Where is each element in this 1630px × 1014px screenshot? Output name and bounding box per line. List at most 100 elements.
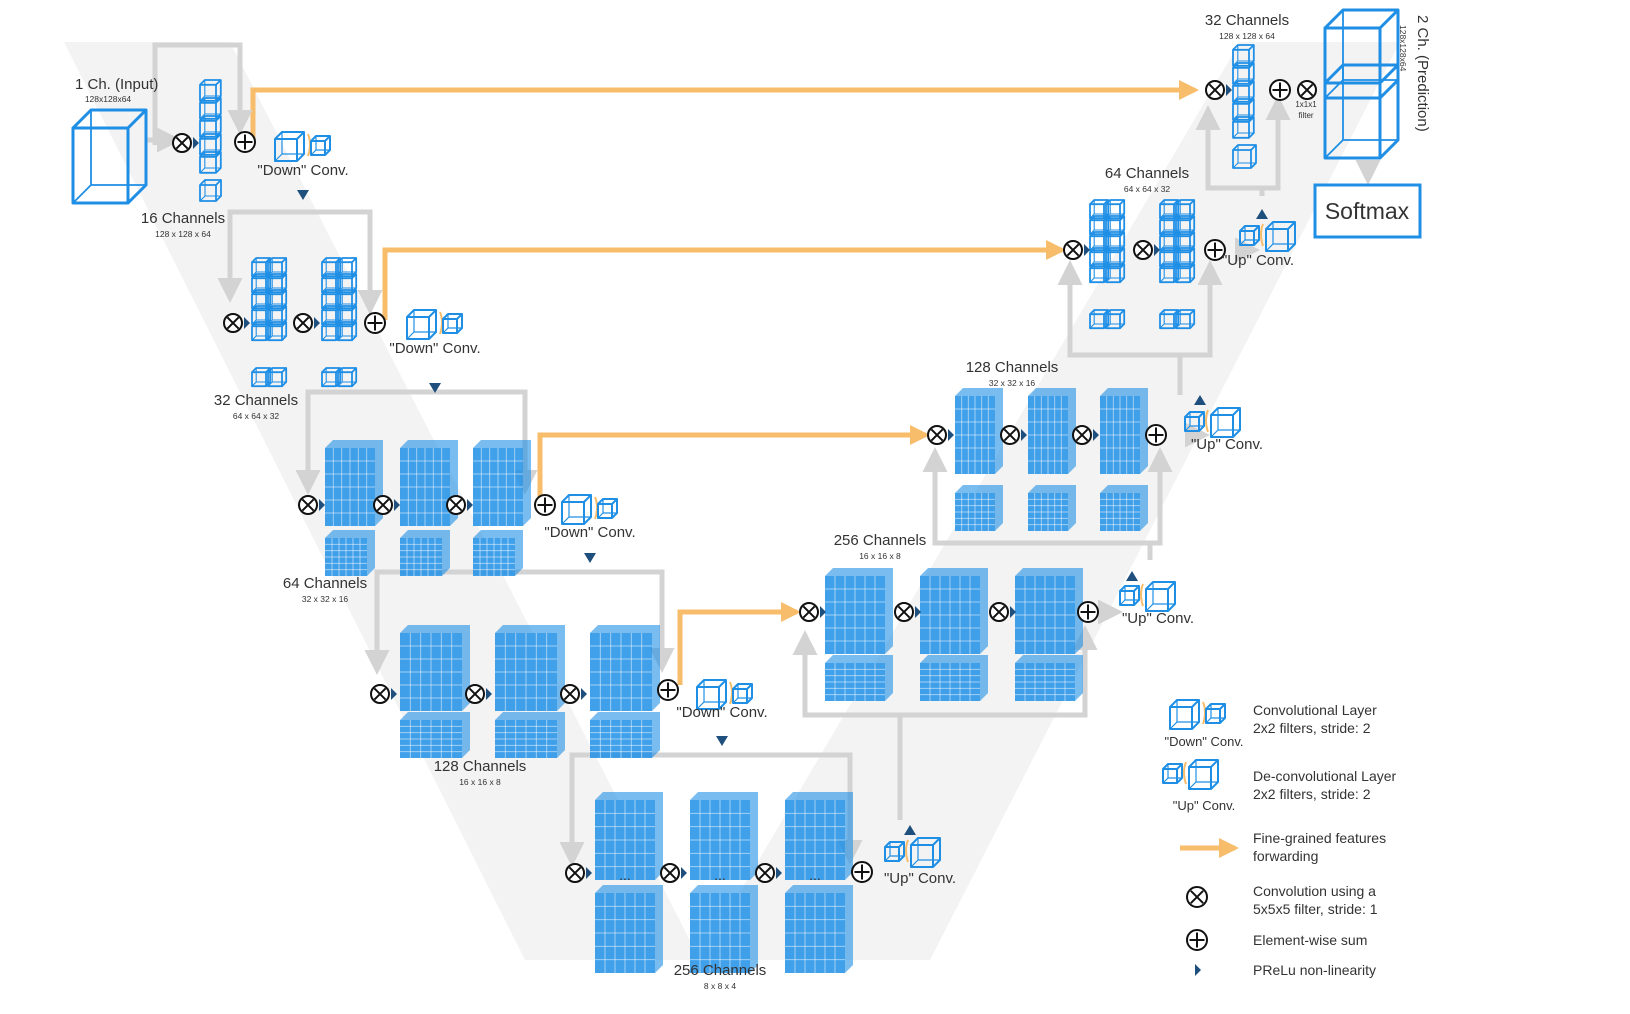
cube-back-edges (1232, 144, 1257, 169)
cube-front-face (199, 101, 217, 120)
cross (1300, 83, 1314, 97)
brace (307, 133, 311, 157)
block-grid (785, 800, 845, 880)
block-side (325, 530, 375, 576)
cube-front-face (1119, 590, 1135, 606)
legend-prelu: PReLu non-linearity (1253, 962, 1376, 978)
block-grid (400, 720, 462, 758)
cube-back-edges (910, 837, 941, 868)
prelu-marker (1021, 429, 1027, 441)
dec1-sum (1077, 601, 1099, 623)
block-grid (690, 800, 750, 880)
cube-front-face (1232, 102, 1250, 121)
cube-front-face (337, 261, 353, 278)
cube-hidden-edges (1232, 45, 1254, 67)
cube-front-face (251, 293, 267, 310)
prelu-marker (244, 317, 250, 329)
residual-path (300, 209, 383, 315)
block-grid (920, 576, 980, 654)
prelu-marker (1010, 606, 1016, 618)
plus (537, 497, 553, 513)
enc3-conv-label: "Down" Conv. (544, 524, 635, 541)
enc2-tail-b (321, 367, 358, 388)
cross (1003, 428, 1017, 442)
residual-path (217, 209, 300, 303)
dec3-tail-a (1089, 309, 1126, 330)
cube-hidden-edges (1105, 310, 1125, 329)
forward-arrow-4 (677, 602, 801, 685)
output-filter-label: 1x1x1 (1295, 100, 1317, 109)
cube-back-edges (1205, 703, 1226, 724)
enc4-conv-1 (370, 684, 390, 704)
dec3-conv-2 (1133, 240, 1153, 260)
brace (1140, 583, 1144, 607)
enc4-block-2 (495, 625, 565, 711)
down-conv-icon (274, 131, 331, 162)
cube (1159, 263, 1180, 284)
cube-front-face (1159, 313, 1175, 330)
prelu-marker (581, 688, 587, 700)
enc4-channels: 128 Channels (434, 758, 527, 775)
legend-down-line2: 2x2 filters, stride: 2 (1253, 720, 1371, 736)
bottom-conv-1 (565, 863, 585, 883)
cross (930, 428, 944, 442)
cube-back-edges (1239, 225, 1260, 246)
dec1-conv-2 (894, 602, 914, 622)
cube-front-face (1159, 235, 1175, 252)
cube (1105, 263, 1126, 284)
cube-front-face (1175, 313, 1191, 330)
cube-front-face (1232, 149, 1252, 169)
brace (729, 681, 733, 705)
cube-back-edges (1175, 309, 1196, 329)
dec2-channels: 128 Channels (966, 359, 1059, 376)
down-conv-icon (561, 494, 618, 525)
cube-front-face (251, 325, 267, 342)
cube-hidden-edges (337, 368, 357, 387)
enc4-conv-2 (465, 684, 485, 704)
cube-front-face (337, 371, 353, 388)
cube-hidden-edges (1175, 264, 1195, 283)
block-grid (473, 448, 523, 526)
block-grid (595, 800, 655, 880)
block-grid (920, 663, 980, 701)
cube-hidden-edges (1184, 412, 1204, 432)
cube-front-face (884, 846, 900, 862)
prelu-marker (915, 606, 921, 618)
cube-front-face (321, 325, 337, 342)
enc3-conv-2 (373, 495, 393, 515)
cube-front-face (1323, 26, 1382, 100)
cube-back-edges (696, 679, 727, 710)
cube-hidden-edges (274, 132, 304, 162)
cross (449, 498, 463, 512)
cube-front-face (337, 309, 353, 326)
enc2-stack-a (251, 257, 288, 342)
cube (1105, 309, 1126, 330)
legend-conv-symbol (1186, 886, 1208, 908)
dec4-feature-stack (1232, 44, 1255, 139)
cube-hidden-edges (561, 495, 591, 525)
enc4-block-1 (400, 625, 470, 711)
residual-path (565, 569, 675, 673)
block-side (955, 485, 1003, 531)
enc2-conv-label: "Down" Conv. (389, 340, 480, 357)
cube-front-face (732, 688, 748, 704)
dec2-conv-label: "Up" Conv. (1191, 436, 1263, 453)
cube-front-face (1159, 203, 1175, 220)
cross (301, 498, 315, 512)
bottom-dims: 8 x 8 x 4 (704, 981, 736, 991)
cube-front-face (267, 309, 283, 326)
plus (660, 682, 676, 698)
enc3-sum (534, 494, 556, 516)
block-side (400, 530, 450, 576)
prelu-marker (820, 606, 826, 618)
bottom-tail-2 (690, 885, 758, 973)
block-side (400, 625, 470, 711)
block-side (473, 440, 531, 526)
cube-front-face (1089, 313, 1105, 330)
cube-hidden-edges (1232, 63, 1254, 85)
cube (337, 305, 358, 326)
cube (561, 494, 592, 525)
dec1-tail-3 (1015, 655, 1083, 701)
block-side (590, 712, 660, 758)
block-grid (1015, 663, 1075, 701)
